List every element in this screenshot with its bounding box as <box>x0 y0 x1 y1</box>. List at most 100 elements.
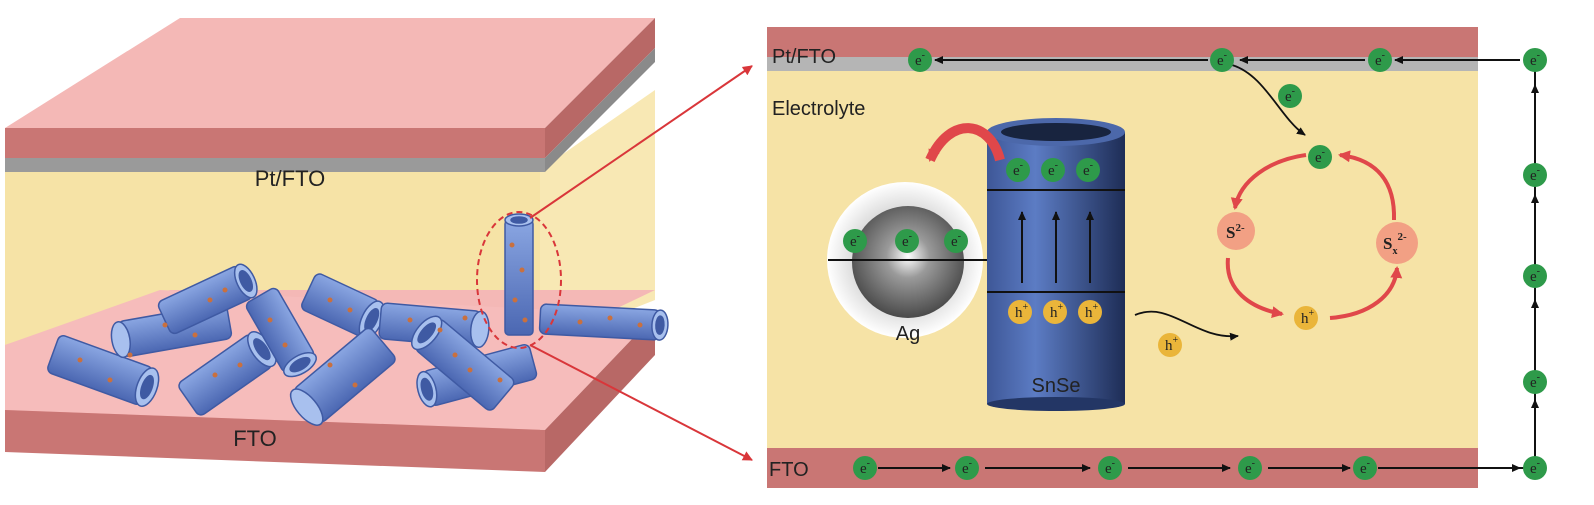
excitation-arrows <box>1018 211 1094 283</box>
tube-hole-label: h+ <box>1015 302 1029 321</box>
released-electron-marker <box>1278 84 1302 108</box>
left-cell-illustration: Pt/FTO FTO <box>5 18 669 472</box>
left-bottom-layer-label: FTO <box>233 426 277 451</box>
top-slab-right <box>545 18 655 158</box>
silver-dot <box>347 307 353 313</box>
top-electron-marker <box>1368 48 1392 72</box>
tube-label: SnSe <box>1032 375 1081 397</box>
tube-electron-label: e- <box>1048 160 1058 179</box>
silver-dot <box>127 352 133 358</box>
bottom-electron-marker <box>1238 456 1262 480</box>
tube-hole-label: h+ <box>1050 302 1064 321</box>
sulfide-label: S2- <box>1226 222 1245 242</box>
bottom-electron-label: e- <box>860 458 870 477</box>
tube-electron-label: e- <box>1083 160 1093 179</box>
circuit-electron-marker <box>1523 456 1547 480</box>
silver-dot <box>352 382 358 388</box>
silver-dot <box>107 377 113 383</box>
nanotube-cluster <box>47 213 669 426</box>
zoom-arrow-bottom <box>529 344 753 461</box>
top-electron-label: e- <box>1217 50 1227 69</box>
top-electron-marker <box>1210 48 1234 72</box>
silver-dot <box>522 317 528 323</box>
released-hole-marker <box>1158 333 1182 357</box>
silver-dot <box>77 357 83 363</box>
electron-release-arrow <box>1231 64 1306 136</box>
tube-hole-label: h+ <box>1085 302 1099 321</box>
right-top-electrode-label: Pt/FTO <box>772 46 836 68</box>
released-hole-label: h+ <box>1165 335 1179 354</box>
silver-dot <box>237 362 243 368</box>
cycle-electron-label: e- <box>1315 147 1325 166</box>
electrolyte-label: Electrolyte <box>772 98 865 120</box>
right-mechanism-panel: Pt/FTO Electrolyte FTO Ag <box>767 27 1547 488</box>
tube-electron-marker <box>1076 158 1100 182</box>
silver-dot <box>212 372 218 378</box>
circuit-electron-label: e- <box>1530 372 1540 391</box>
bottom-electron-label: e- <box>1105 458 1115 477</box>
silver-label: Ag <box>896 323 920 345</box>
silver-electron-marker <box>944 229 968 253</box>
circuit-electron-marker <box>1523 163 1547 187</box>
tube-hole-marker <box>1043 300 1067 324</box>
silver-electron-marker <box>843 229 867 253</box>
silver-dot <box>467 367 473 373</box>
silver-dot <box>509 242 515 248</box>
circuit-electron-label: e- <box>1530 165 1540 184</box>
bottom-electron-marker <box>1098 456 1122 480</box>
pt-layer-front <box>5 158 545 172</box>
bottom-electron-marker <box>955 456 979 480</box>
cycle-hole-marker <box>1294 306 1318 330</box>
silver-particle <box>852 206 964 318</box>
silver-dot <box>462 315 468 321</box>
silver-dot <box>437 327 443 333</box>
silver-dot <box>162 322 168 328</box>
bottom-electron-marker <box>853 456 877 480</box>
silver-electron-marker <box>895 229 919 253</box>
silver-dot <box>497 377 503 383</box>
circuit-electron-marker <box>1523 48 1547 72</box>
redox-cycle <box>1225 150 1403 320</box>
sulfide-ion <box>1217 212 1255 250</box>
bottom-electron-label: e- <box>962 458 972 477</box>
snse-tube-bottom <box>987 397 1125 411</box>
silver-dot <box>207 297 213 303</box>
silver-dot <box>637 322 643 328</box>
top-slab-front <box>5 128 545 158</box>
zoom-highlight <box>476 211 562 349</box>
right-bottom-electrode-label: FTO <box>769 459 809 481</box>
pt-layer-right <box>545 48 655 172</box>
cycle-electron-marker <box>1308 145 1332 169</box>
snse-tube-opening <box>1001 123 1111 141</box>
silver-dot <box>222 287 228 293</box>
released-electron-label: e- <box>1285 86 1295 105</box>
silver-dot <box>327 362 333 368</box>
silver-electron-label: e- <box>902 231 912 250</box>
bottom-electron-label: e- <box>1245 458 1255 477</box>
tube-hole-marker <box>1008 300 1032 324</box>
silver-dot <box>327 297 333 303</box>
circuit-electron-label: e- <box>1530 266 1540 285</box>
silver-dot <box>577 319 583 325</box>
charge-carriers: e-e-e-e-e-e-e-e-e-e-e-e-e-e-e-e-e-e-e-e-… <box>843 48 1547 480</box>
circuit-electron-marker <box>1523 264 1547 288</box>
silver-dot <box>282 342 288 348</box>
polysulfide-label: Sx2- <box>1383 231 1407 257</box>
silver-dot <box>607 315 613 321</box>
polysulfide-ion <box>1376 222 1418 264</box>
silver-nanoparticles <box>77 242 643 388</box>
electron-transfer-arrow <box>925 123 1005 163</box>
silver-dot <box>267 317 273 323</box>
bottom-electron-marker <box>1353 456 1377 480</box>
bottom-fto-front-edge <box>5 410 545 472</box>
top-slab-top <box>5 18 655 128</box>
tube-electron-label: e- <box>1013 160 1023 179</box>
hole-transfer-arrow <box>1134 310 1239 341</box>
tube-electron-marker <box>1041 158 1065 182</box>
electrolyte-right <box>540 90 655 345</box>
bottom-electron-label: e- <box>1360 458 1370 477</box>
top-electrode-fto <box>767 27 1478 57</box>
silver-electron-label: e- <box>850 231 860 250</box>
circuit-electron-label: e- <box>1530 458 1540 477</box>
